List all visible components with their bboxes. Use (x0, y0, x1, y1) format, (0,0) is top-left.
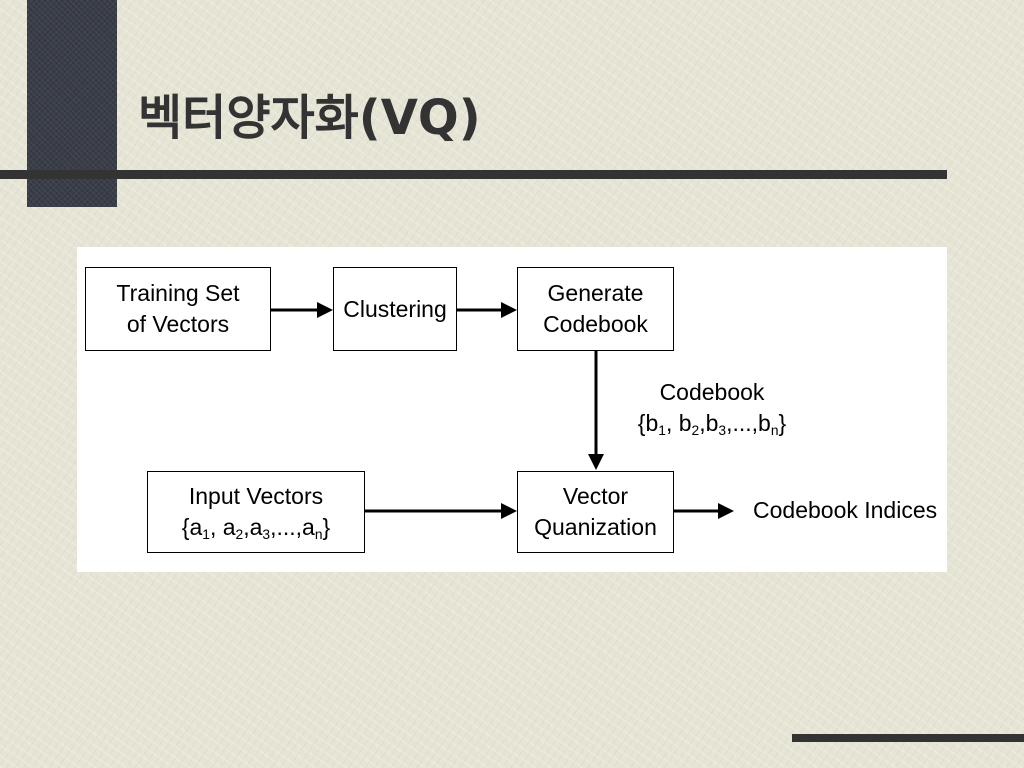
set-subscript: n (770, 423, 779, 439)
codebook-label-title: Codebook (659, 379, 765, 405)
vq-block-diagram: Training Set of Vectors Clustering Gener… (77, 247, 947, 572)
set-close-brace: } (322, 514, 331, 540)
arrowhead-indices (718, 503, 734, 519)
set-subscript: n (314, 527, 323, 543)
set-ellipsis: ,..., (270, 514, 303, 540)
node-label-line: Clustering (343, 295, 447, 322)
set-separator: , (209, 514, 223, 540)
node-label-line: Input Vectors (188, 483, 324, 509)
set-subscript: 3 (262, 527, 271, 543)
set-symbol: b (678, 410, 692, 436)
slide-title: 벡터양자화(VQ) (138, 90, 481, 146)
set-subscript: 2 (235, 527, 244, 543)
set-ellipsis: ,..., (726, 410, 759, 436)
node-label-line: Vector (562, 483, 629, 509)
bottom-rule (792, 734, 1024, 742)
generate-codebook-node: Generate Codebook (517, 267, 674, 351)
set-subscript: 2 (691, 423, 700, 439)
set-symbol: a (302, 514, 315, 540)
diagram-connectors (271, 302, 734, 519)
arrowhead-generate (501, 302, 517, 318)
set-open-brace: { (181, 514, 190, 540)
codebook-set: {b1, b2,b3,...,bn} (617, 408, 807, 439)
node-label-line: Training Set (116, 280, 240, 306)
set-symbol: a (189, 514, 203, 540)
node-label-line: Codebook (543, 311, 648, 337)
training-set-node: Training Set of Vectors (85, 267, 271, 351)
set-subscript: 3 (718, 423, 727, 439)
set-separator: , (699, 410, 706, 436)
set-symbol: a (249, 514, 263, 540)
set-subscript: 1 (658, 423, 666, 439)
set-close-brace: } (778, 410, 787, 436)
set-open-brace: { (637, 410, 646, 436)
title-rule (0, 170, 947, 179)
set-symbol: b (705, 410, 719, 436)
node-label-line: Generate (547, 280, 644, 306)
node-label-line: of Vectors (126, 311, 230, 337)
codebook-indices-label: Codebook Indices (753, 497, 938, 523)
node-label-line: Quanization (534, 514, 657, 540)
arrowhead-clustering (317, 302, 333, 318)
set-symbol: a (222, 514, 236, 540)
arrowhead-quantization-top (588, 454, 604, 470)
arrowhead-quantization-left (501, 503, 517, 519)
clustering-node: Clustering (333, 267, 457, 351)
set-subscript: 1 (202, 527, 210, 543)
codebook-label: Codebook {b1, b2,b3,...,bn} (617, 377, 807, 439)
input-vectors-node: Input Vectors {a1, a2,a3,...,an} (147, 471, 365, 553)
input-vector-set: {a1, a2,a3,...,an} (182, 512, 330, 543)
set-separator: , (243, 514, 250, 540)
set-symbol: b (758, 410, 771, 436)
vector-quantization-node: Vector Quanization (517, 471, 674, 553)
set-symbol: b (645, 410, 659, 436)
set-separator: , (665, 410, 679, 436)
